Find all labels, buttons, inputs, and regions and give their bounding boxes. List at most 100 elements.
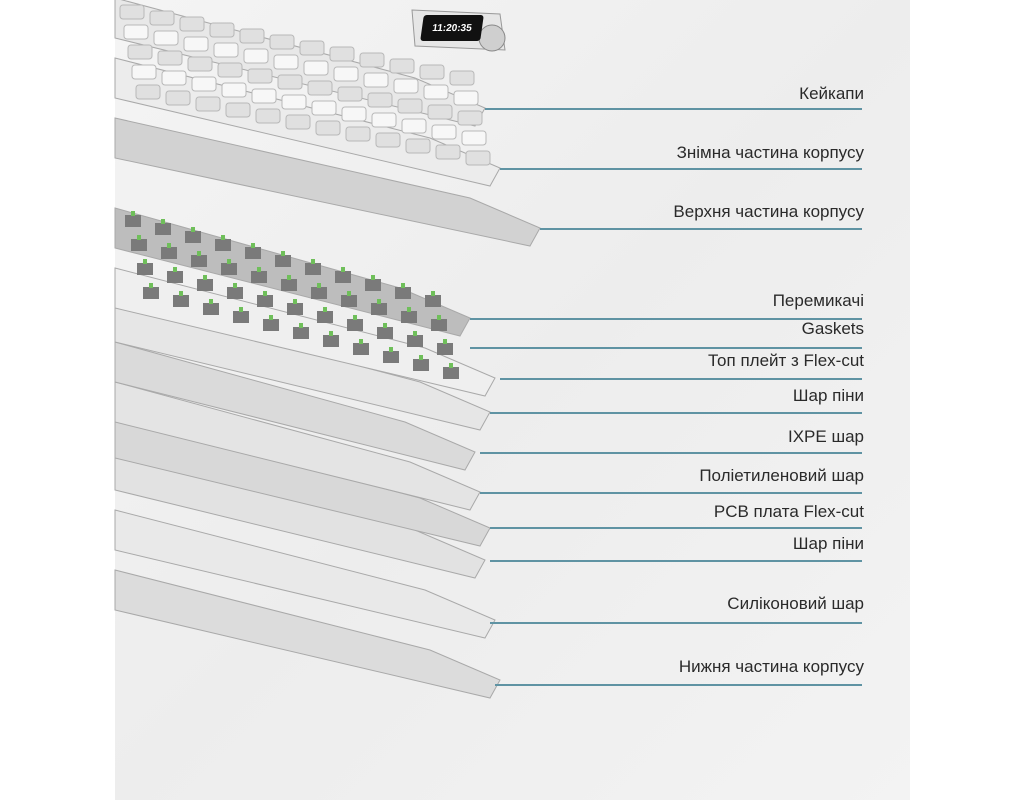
keycap [363, 72, 389, 88]
keycap [401, 118, 427, 134]
switch-stem [341, 267, 345, 272]
layer-label: Поліетиленовий шар [699, 466, 864, 485]
top-case [114, 117, 541, 247]
keycap [461, 130, 487, 146]
keycap [127, 44, 153, 60]
keycap [123, 24, 149, 40]
layer-label: Перемикачі [772, 291, 864, 310]
switch [437, 343, 453, 355]
switch-stem [269, 315, 273, 320]
leader-line [470, 347, 862, 349]
switch [311, 287, 327, 299]
layer-label: Шар піни [792, 386, 864, 405]
volume-knob [478, 24, 506, 52]
keycap [179, 16, 205, 32]
switch-stem [263, 291, 267, 296]
keycap [419, 64, 445, 80]
switch-stem [329, 331, 333, 336]
switch [323, 335, 339, 347]
keycap [431, 124, 457, 140]
switch [257, 295, 273, 307]
switch-stem [293, 299, 297, 304]
leader-line [490, 412, 862, 414]
switch [251, 271, 267, 283]
switch-stem [377, 299, 381, 304]
knob-display-screen: 11:20:35 [420, 15, 484, 41]
keycap [277, 74, 303, 90]
switch-stem [317, 283, 321, 288]
keycap [221, 82, 247, 98]
keycap [423, 84, 449, 100]
keycap [341, 106, 367, 122]
switch-stem [419, 355, 423, 360]
switch-stem [167, 243, 171, 248]
switch [395, 287, 411, 299]
keycap [375, 132, 401, 148]
keycap [329, 46, 355, 62]
keycap [453, 90, 479, 106]
keycap [389, 58, 415, 74]
leader-line [500, 168, 862, 170]
keycap [149, 10, 175, 26]
keycap [393, 78, 419, 94]
switch-stem [197, 251, 201, 256]
switch-stem [401, 283, 405, 288]
switch [173, 295, 189, 307]
switch-stem [287, 275, 291, 280]
keycap [281, 94, 307, 110]
switch [263, 319, 279, 331]
keycap [243, 48, 269, 64]
switch [305, 263, 321, 275]
switch [215, 239, 231, 251]
display-time: 11:20:35 [431, 23, 473, 34]
keycap [239, 28, 265, 44]
switch [413, 359, 429, 371]
keycap [435, 144, 461, 160]
switch-stem [257, 267, 261, 272]
layer-label: Нижня частина корпусу [678, 657, 864, 676]
switch [275, 255, 291, 267]
keycap [449, 70, 475, 86]
keycap [209, 22, 235, 38]
keycap [345, 126, 371, 142]
leader-line [470, 318, 862, 320]
layer-label: PCB плата Flex-cut [713, 502, 864, 521]
switch [371, 303, 387, 315]
switch-stem [227, 259, 231, 264]
keycap [161, 70, 187, 86]
keycap [299, 40, 325, 56]
switch-stem [149, 283, 153, 288]
layer-label: Кейкапи [799, 84, 864, 103]
switch-stem [437, 315, 441, 320]
keycap [135, 84, 161, 100]
keycap [397, 98, 423, 114]
keycap [191, 76, 217, 92]
switch-stem [179, 291, 183, 296]
layer-label: IXPE шар [787, 427, 864, 446]
switch-stem [281, 251, 285, 256]
switch-stem [413, 331, 417, 336]
switch-stem [347, 291, 351, 296]
switch [293, 327, 309, 339]
keycap [465, 150, 491, 166]
switch [425, 295, 441, 307]
switch-stem [359, 339, 363, 344]
switch-stem [449, 363, 453, 368]
switch-stem [407, 307, 411, 312]
switch-stem [323, 307, 327, 312]
layer-label: Верхня частина корпусу [673, 202, 864, 221]
switch [443, 367, 459, 379]
switch-stem [209, 299, 213, 304]
switch [245, 247, 261, 259]
switch-stem [233, 283, 237, 288]
keycap [427, 104, 453, 120]
switch [203, 303, 219, 315]
keycap [315, 120, 341, 136]
switch [233, 311, 249, 323]
switch [407, 335, 423, 347]
leader-line [495, 684, 862, 686]
keycap [183, 36, 209, 52]
leader-line [490, 527, 862, 529]
switch [431, 319, 447, 331]
switch [185, 231, 201, 243]
